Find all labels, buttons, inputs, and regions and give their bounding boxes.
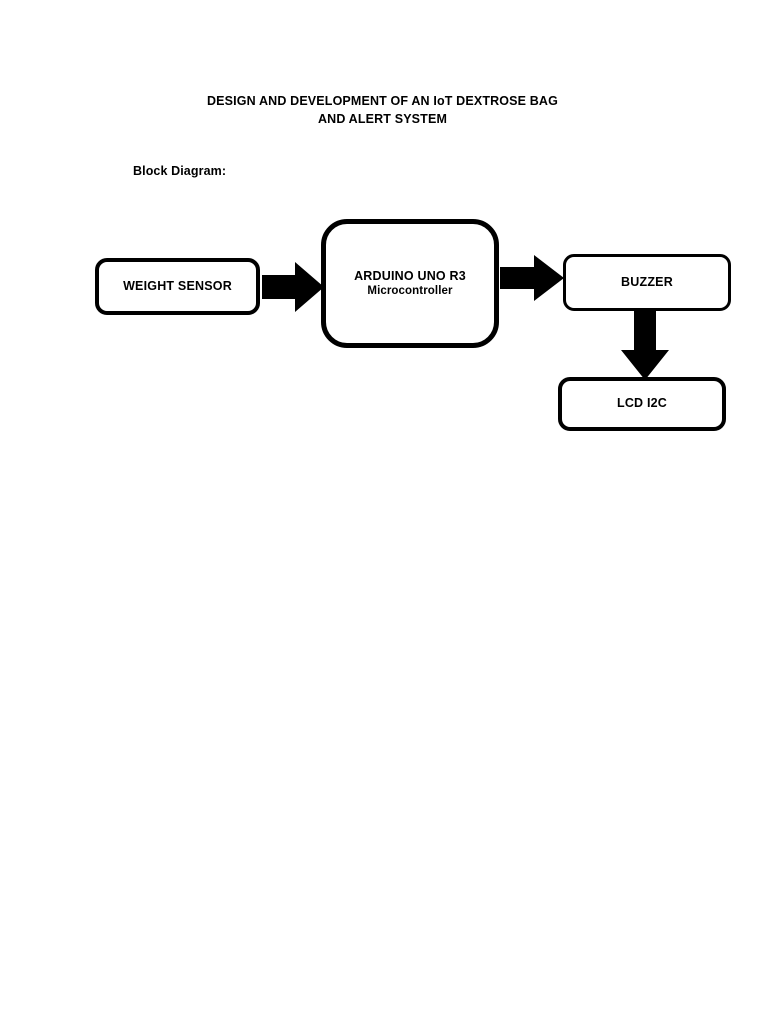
block-buzzer: BUZZER — [563, 254, 731, 311]
arrow-right-sensor-to-microcontroller-icon — [262, 258, 324, 316]
page-title: DESIGN AND DEVELOPMENT OF AN IoT DEXTROS… — [207, 94, 558, 126]
block-arduino-sublabel: Microcontroller — [367, 285, 453, 298]
arrow-right-microcontroller-to-buzzer-icon — [500, 252, 564, 304]
section-label-block-diagram: Block Diagram: — [133, 164, 227, 178]
block-lcd-i2c: LCD I2C — [558, 377, 726, 431]
block-weight-sensor-label: WEIGHT SENSOR — [123, 278, 232, 293]
block-weight-sensor: WEIGHT SENSOR — [95, 258, 260, 315]
arrow-down-buzzer-to-lcd-icon — [620, 310, 670, 380]
block-diagram: WEIGHT SENSOR ARDUINO UNO R3 Microcontro… — [0, 0, 768, 480]
block-arduino-label: ARDUINO UNO R3 — [354, 268, 466, 283]
block-buzzer-label: BUZZER — [621, 274, 673, 289]
block-lcd-label: LCD I2C — [616, 396, 667, 411]
block-arduino-microcontroller: ARDUINO UNO R3 Microcontroller — [321, 219, 499, 348]
